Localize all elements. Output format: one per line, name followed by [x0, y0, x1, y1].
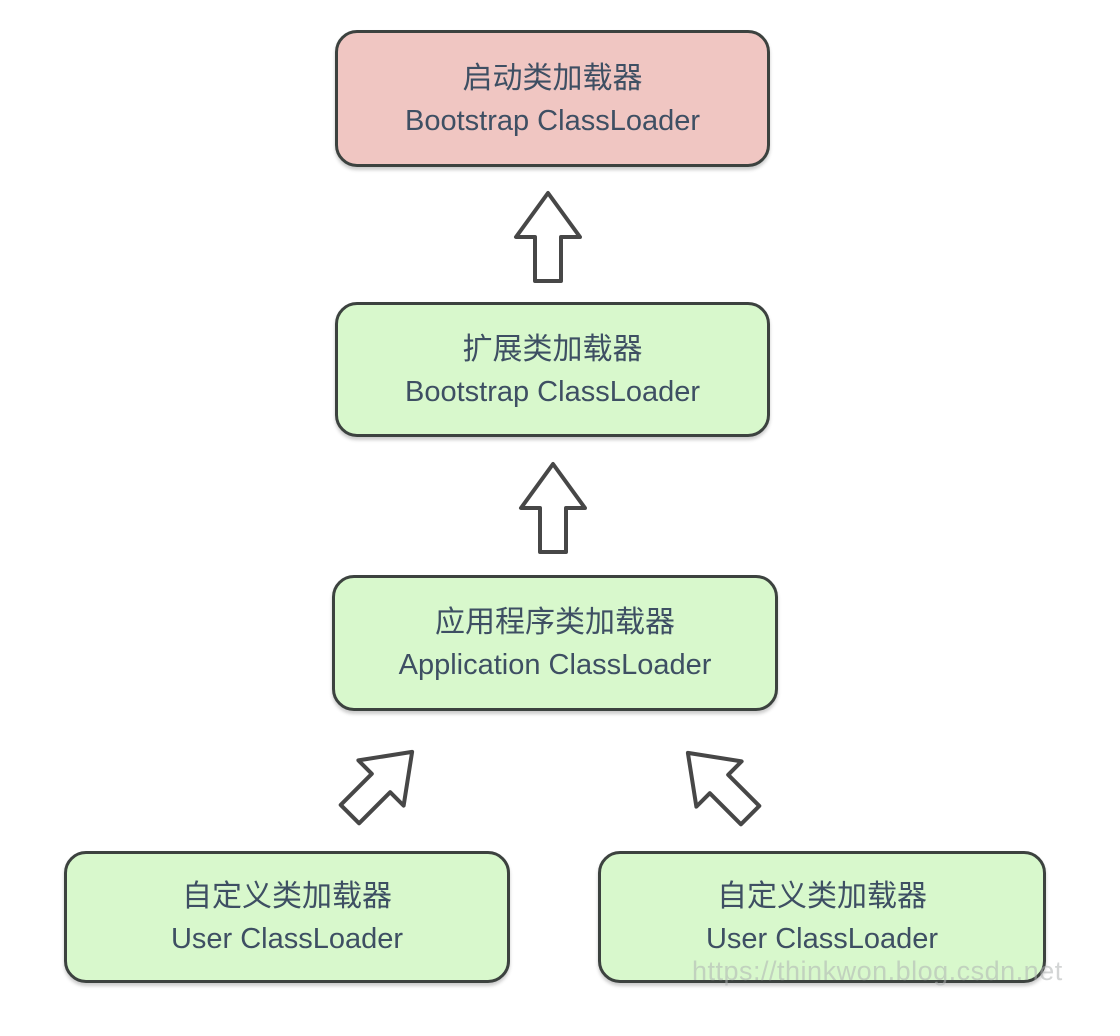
- node-label-zh: 自定义类加载器: [182, 880, 392, 913]
- node-label-zh: 扩展类加载器: [462, 332, 643, 366]
- node-label-en: User ClassLoader: [705, 923, 939, 955]
- node-label-en: Application ClassLoader: [398, 649, 712, 681]
- node-label-zh: 启动类加载器: [462, 61, 643, 95]
- node-label-en: Bootstrap ClassLoader: [405, 375, 700, 408]
- node-label-en: User ClassLoader: [170, 923, 404, 955]
- arrow-up-left-userright-to-application-icon: [685, 750, 762, 827]
- node-label-zh: 自定义类加载器: [717, 880, 927, 913]
- arrow-up-extension-to-bootstrap-icon: [514, 191, 582, 283]
- arrow-up-application-to-extension-icon: [519, 462, 587, 554]
- node-user-classloader-left: 自定义类加载器 User ClassLoader: [64, 851, 510, 983]
- node-label-zh: 应用程序类加载器: [435, 606, 675, 639]
- node-bootstrap-classloader: 启动类加载器 Bootstrap ClassLoader: [335, 30, 770, 167]
- arrow-up-right-userleft-to-application-icon: [338, 749, 415, 826]
- node-user-classloader-right: 自定义类加载器 User ClassLoader: [598, 851, 1046, 983]
- watermark-url: https://thinkwon.blog.csdn.net: [692, 956, 1063, 986]
- node-label-en: Bootstrap ClassLoader: [405, 104, 700, 137]
- node-extension-classloader: 扩展类加载器 Bootstrap ClassLoader: [335, 302, 770, 437]
- node-application-classloader: 应用程序类加载器 Application ClassLoader: [332, 575, 778, 711]
